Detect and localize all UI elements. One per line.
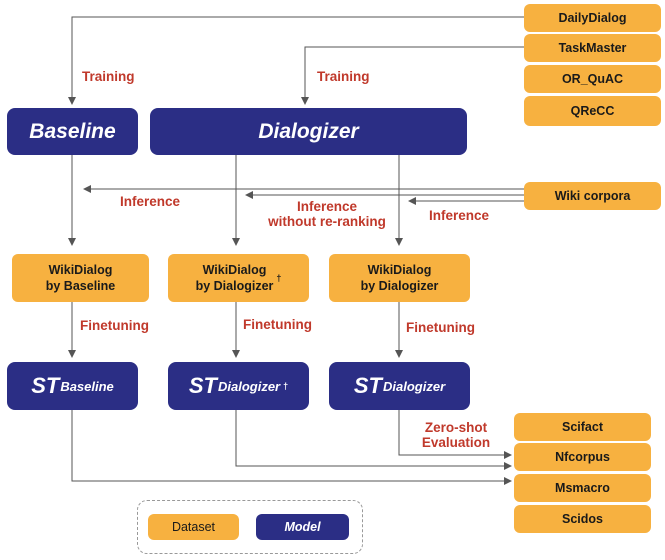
- wikidialog-baseline: WikiDialog by Baseline: [12, 254, 149, 302]
- label-inference-baseline: Inference: [120, 194, 181, 209]
- st-dialogizer-dagger-subscript: Dialogizer: [217, 378, 281, 394]
- legend-model: Model: [256, 514, 349, 540]
- label-training-baseline: Training: [82, 69, 135, 84]
- wikidialog-dialogizer-dagger: WikiDialog by Dialogizer†: [168, 254, 309, 302]
- label-finetuning-baseline: Finetuning: [80, 318, 149, 333]
- dagger-mark: †: [276, 273, 282, 283]
- dataset-wiki-corpora: Wiki corpora: [524, 182, 661, 210]
- dataset-taskmaster: TaskMaster: [524, 34, 661, 62]
- st-prefix: ST: [353, 373, 382, 398]
- label-finetuning-dialogizer-dagger: Finetuning: [243, 317, 312, 332]
- legend: [137, 500, 363, 554]
- label-zero-shot-evaluation: Zero-shot Evaluation: [421, 420, 491, 450]
- dataset-or-quac: OR_QuAC: [524, 65, 661, 93]
- eval-scifact: Scifact: [514, 413, 651, 441]
- arrow-st-baseline-to-eval: [71, 410, 512, 485]
- dataset-dailydialog: DailyDialog: [524, 4, 661, 32]
- arrow-taskmaster-to-dialogizer: [301, 46, 525, 105]
- arrow-st-dialogizer-to-eval: [398, 410, 512, 459]
- model-baseline: Baseline: [7, 108, 138, 155]
- st-dialogizer-subscript: Dialogizer: [383, 378, 446, 394]
- wikidialog-dialogizer-dagger-label: WikiDialog by Dialogizer: [195, 263, 274, 293]
- eval-scidos: Scidos: [514, 505, 651, 533]
- st-prefix: ST: [31, 373, 60, 398]
- dataset-qrecc: QReCC: [524, 96, 661, 126]
- eval-nfcorpus: Nfcorpus: [514, 443, 651, 471]
- st-baseline-subscript: Baseline: [60, 378, 114, 394]
- label-finetuning-dialogizer: Finetuning: [406, 320, 475, 335]
- label-inference-no-rerank: Inference without re-ranking: [268, 199, 386, 229]
- legend-dataset: Dataset: [148, 514, 239, 540]
- eval-msmacro: Msmacro: [514, 474, 651, 502]
- dagger-mark: †: [283, 381, 289, 391]
- label-training-dialogizer: Training: [317, 69, 370, 84]
- wikidialog-dialogizer: WikiDialog by Dialogizer: [329, 254, 470, 302]
- arrow-dailydialog-to-baseline: [68, 16, 525, 105]
- model-dialogizer: Dialogizer: [150, 108, 467, 155]
- arrow-st-dialogizer-dagger-to-eval: [235, 410, 512, 470]
- st-prefix: ST: [188, 373, 217, 398]
- label-inference-dialogizer: Inference: [429, 208, 490, 223]
